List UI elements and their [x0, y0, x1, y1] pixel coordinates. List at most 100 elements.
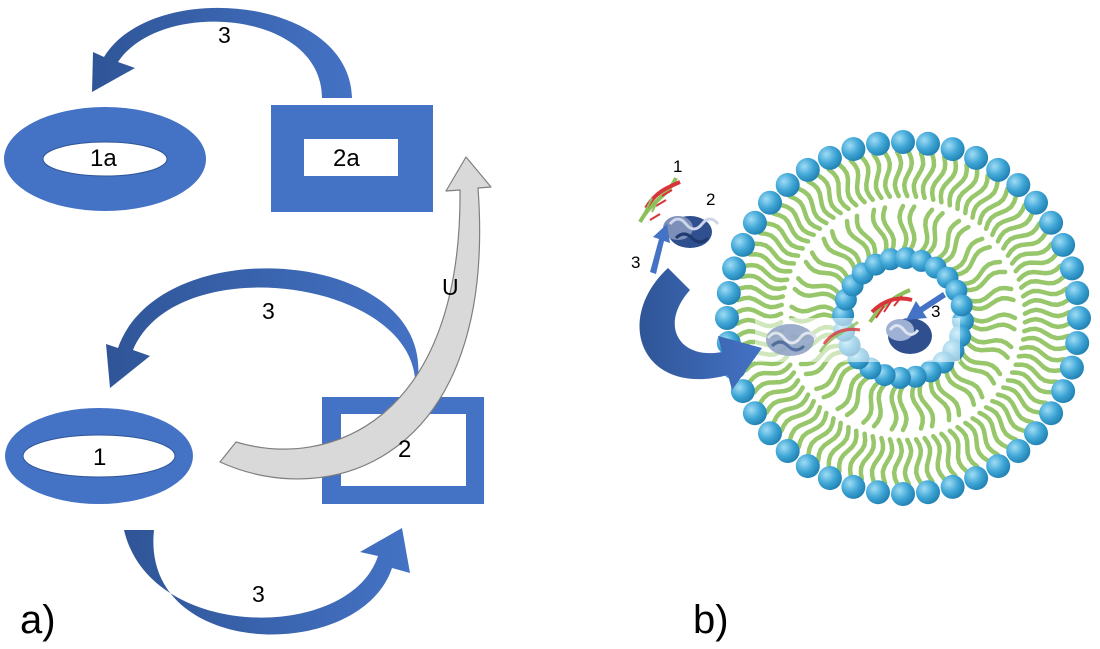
lipid-tail — [938, 158, 959, 205]
lipid-tail — [995, 392, 1035, 425]
lipid-tail — [779, 202, 816, 238]
lipid-head — [1039, 210, 1064, 235]
lipid-tail — [737, 284, 786, 301]
lipid-tail — [1013, 252, 1059, 274]
lipid-tail — [854, 213, 878, 259]
lipid-tail — [1009, 241, 1054, 266]
lipid-tail — [880, 437, 895, 486]
lipid-tail — [1009, 370, 1054, 395]
lipid-head — [817, 145, 842, 170]
lipid-tail — [901, 149, 915, 199]
lipid-tail — [963, 173, 991, 216]
lipid-tail — [764, 221, 805, 251]
lipid-tail — [869, 435, 886, 484]
lipid-tail — [977, 186, 1010, 226]
lipid-tail — [955, 167, 980, 212]
lipid-head — [1065, 331, 1090, 355]
lipid-tail — [939, 431, 958, 478]
lipid-tail — [968, 312, 1018, 324]
lipid-tail — [955, 424, 980, 469]
rna-helix-inside-left — [818, 320, 861, 353]
lipid-tail — [787, 405, 823, 442]
lipid-tail — [1020, 286, 1069, 299]
arrow-top-3-label: 3 — [218, 22, 231, 48]
lipid-tail — [792, 286, 840, 303]
lipid-head — [716, 281, 741, 305]
lipid-tail — [970, 179, 1000, 220]
box-2a-hole — [304, 139, 398, 176]
lipid-tail — [771, 211, 811, 244]
lipid-tail — [911, 150, 926, 199]
component-1-label: 1 — [673, 157, 683, 176]
lipid-tail — [962, 269, 1008, 293]
lipid-head — [775, 173, 800, 197]
lipid-tail — [968, 322, 1017, 332]
node-2a-label: 2a — [333, 145, 360, 172]
lipid-tail — [983, 194, 1019, 231]
lipid-head — [940, 137, 965, 162]
arrow-bottom-3 — [124, 528, 410, 635]
lipid-head — [795, 157, 820, 182]
lipid-head — [986, 454, 1011, 479]
lipid-head — [758, 421, 782, 446]
lipid-tail — [963, 420, 991, 463]
lipid-tail — [928, 377, 952, 423]
lipid-head — [950, 294, 973, 317]
lipid-tail — [847, 431, 868, 478]
arrow-bottom-3-label: 3 — [252, 581, 265, 607]
lipid-tail — [1001, 385, 1042, 415]
lipid-tail — [764, 385, 805, 415]
lipid-head — [841, 474, 866, 499]
arrow-inside-3 — [906, 292, 946, 320]
lipid-tail — [953, 244, 992, 278]
component-2-label: 2 — [706, 190, 716, 209]
lipid-tail — [821, 236, 858, 273]
lipid-tail — [897, 203, 909, 253]
lipid-head — [916, 131, 940, 156]
rna-helix-outside — [638, 177, 681, 223]
lipid-tail — [747, 251, 793, 274]
lipid-head — [1065, 281, 1090, 305]
lipid-tail — [1005, 378, 1048, 406]
lipid-tail — [966, 285, 1014, 304]
lipid-tail — [1013, 362, 1059, 385]
lipid-tail — [1005, 230, 1048, 258]
lipid-tail — [1022, 297, 1071, 308]
protein-outside — [663, 216, 720, 248]
lipid-tail — [964, 339, 1010, 360]
node-1-label: 1 — [93, 444, 107, 471]
lipid-head — [940, 474, 965, 499]
lipid-head — [964, 145, 989, 170]
protein-inside-left — [766, 324, 818, 356]
lipid-tail — [826, 424, 851, 469]
lipid-tail — [947, 428, 969, 474]
lipid-head — [964, 466, 989, 491]
lipid-tail — [871, 152, 884, 201]
lipid-head — [742, 401, 767, 426]
lipid-tail — [861, 379, 882, 425]
lipid-tail — [990, 202, 1027, 238]
lipid-tail — [848, 158, 867, 205]
panel-b — [638, 130, 1091, 506]
ring-1-hole — [22, 434, 176, 478]
lipid-tail — [821, 363, 858, 400]
lipid-tail — [940, 224, 971, 266]
lipid-tail — [837, 162, 859, 208]
lipid-tail — [796, 410, 829, 450]
lipid-head — [715, 306, 739, 330]
lipid-head — [730, 379, 755, 404]
rna-helix-inside-right — [868, 288, 913, 324]
lipid-tail — [902, 437, 914, 487]
lipid-tail — [983, 405, 1019, 442]
lipid-tail — [990, 398, 1027, 434]
lipid-tail — [871, 381, 888, 429]
lipid-tail — [735, 295, 784, 310]
lipid-head — [866, 480, 890, 505]
lipid-tail — [892, 149, 904, 199]
arrow-outside-3-label: 3 — [631, 253, 641, 272]
panel-a-label: a) — [20, 598, 56, 642]
lipid-tail — [844, 218, 872, 262]
arrow-outside-3 — [650, 224, 670, 274]
lipid-tail — [844, 374, 872, 418]
lipid-tail — [789, 304, 838, 314]
